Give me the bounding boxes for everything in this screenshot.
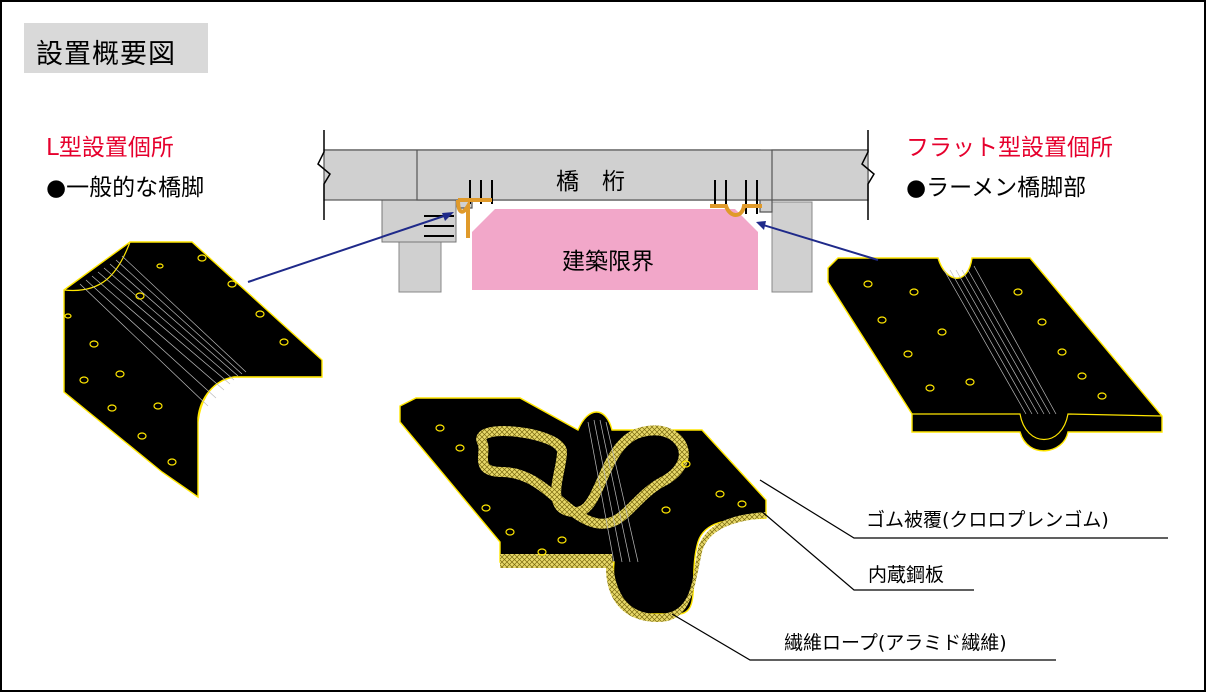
cutaway-joint-part [399,397,767,622]
bridge-section [317,130,875,293]
diagram-title: 設置概要図 [36,39,176,70]
left-joint-bracket [456,198,492,238]
fiber-rope-callout: 繊維ロープ(アラミド繊維) [784,632,1007,654]
right-install-heading: フラット型設置個所 [906,135,1113,161]
left-install-caption: ●一般的な橋脚 [46,175,205,201]
rubber-coating-callout: ゴム被覆(クロロプレンゴム) [866,509,1109,531]
flat-type-joint-part [827,257,1163,452]
title-box: 設置概要図 [24,23,208,73]
right-leader-line [759,223,879,261]
clearance-envelope [472,209,758,290]
steel-plate-leader [759,509,974,591]
right-install-caption: ●ラーメン橋脚部 [906,175,1087,201]
left-install-heading: L型設置個所 [46,135,174,161]
l-type-joint-part [63,241,323,499]
fiber-rope-leader [671,613,1056,661]
left-leader-line [247,213,451,283]
girder-label: 橋 桁 [556,169,625,195]
right-joint-bracket [710,204,762,217]
right-pier [771,201,813,293]
rubber-coating-leader [759,479,1168,539]
steel-plate-callout: 内蔵鋼板 [868,564,945,586]
clearance-label: 建築限界 [562,249,654,275]
